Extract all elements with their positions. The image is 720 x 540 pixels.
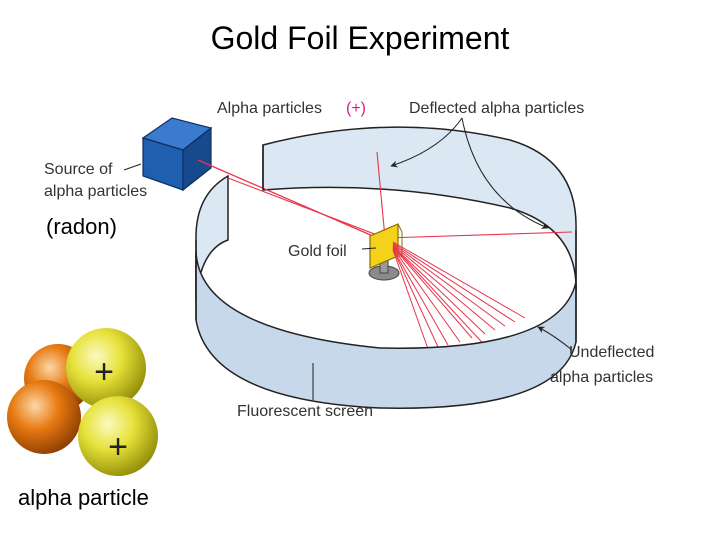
alpha-particle-model: + + [7, 328, 158, 476]
leader-lines [123, 117, 573, 400]
undeflected-rays [392, 241, 526, 352]
source-label-line1: Source of [44, 161, 113, 178]
proton-bottom [78, 396, 158, 476]
fluorescent-screen [195, 145, 577, 409]
alpha-beam [197, 159, 383, 241]
plus-sign-top: + [94, 353, 114, 391]
slide-title: Gold Foil Experiment [210, 20, 510, 56]
deflected-label: Deflected alpha particles [409, 100, 584, 117]
undeflected-label-line2: alpha particles [550, 369, 653, 386]
gold-foil-label: Gold foil [288, 243, 347, 260]
alpha-particle-caption: alpha particle [18, 485, 149, 510]
gold-foil [368, 223, 403, 281]
plus-sign-bottom: + [108, 428, 128, 466]
source-label-line2: alpha particles [44, 183, 147, 200]
alpha-particles-label: Alpha particles [217, 100, 322, 117]
alpha-source-cube [141, 117, 213, 192]
undeflected-label-line1: Undeflected [569, 344, 654, 361]
neutron-front [7, 380, 81, 454]
alpha-charge-label: (+) [346, 100, 366, 117]
deflected-rays [227, 151, 573, 239]
fluorescent-screen-label: Fluorescent screen [237, 403, 373, 420]
proton-top [66, 328, 146, 408]
radon-caption: (radon) [46, 214, 117, 239]
